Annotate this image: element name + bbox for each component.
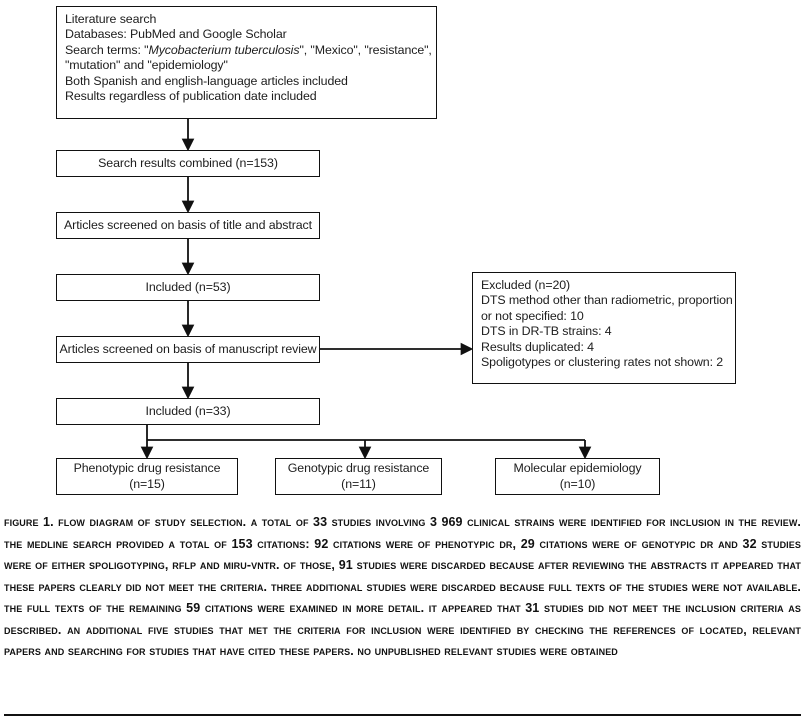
figure-caption-text: Figure 1. Flow diagram of study selectio… xyxy=(4,515,801,658)
excluded-line-4: DTS in DR-TB strains: 4 xyxy=(481,324,612,339)
flow-diagram: Literature search Databases: PubMed and … xyxy=(56,6,736,495)
node-genotypic-title: Genotypic drug resistance xyxy=(287,461,430,476)
excluded-line-5: Results duplicated: 4 xyxy=(481,339,594,354)
excluded-line-2: DTS method other than radiometric, propo… xyxy=(481,293,733,308)
node-molecular-count: (n=10) xyxy=(559,476,596,491)
node-included-53-label: Included (n=53) xyxy=(145,279,231,294)
literature-line-3: Search terms: "Mycobacterium tuberculosi… xyxy=(65,42,432,57)
excluded-line-1: Excluded (n=20) xyxy=(481,278,571,292)
node-screened-manuscript-review-label: Articles screened on basis of manuscript… xyxy=(59,341,317,356)
node-molecular-title: Molecular epidemiology xyxy=(513,461,642,476)
node-included-33: Included (n=33) xyxy=(56,398,320,425)
excluded-line-3: or not specified: 10 xyxy=(481,308,584,323)
node-literature-search: Literature search Databases: PubMed and … xyxy=(56,6,437,119)
node-screened-manuscript-review: Articles screened on basis of manuscript… xyxy=(56,336,320,363)
node-phenotypic-drug-resistance: Phenotypic drug resistance (n=15) xyxy=(56,458,238,495)
node-search-results-combined: Search results combined (n=153) xyxy=(56,150,320,177)
node-included-33-label: Included (n=33) xyxy=(145,403,231,418)
node-included-53: Included (n=53) xyxy=(56,274,320,301)
literature-line-5: Both Spanish and english-language articl… xyxy=(65,73,348,88)
literature-line-4: "mutation" and "epidemiology" xyxy=(65,58,228,73)
node-phenotypic-title: Phenotypic drug resistance xyxy=(73,461,221,476)
node-genotypic-drug-resistance: Genotypic drug resistance (n=11) xyxy=(275,458,442,495)
literature-line-2: Databases: PubMed and Google Scholar xyxy=(65,27,287,42)
node-molecular-epidemiology: Molecular epidemiology (n=10) xyxy=(495,458,660,495)
node-screened-title-abstract-label: Articles screened on basis of title and … xyxy=(64,217,312,232)
node-excluded: Excluded (n=20) DTS method other than ra… xyxy=(472,272,736,384)
bottom-rule xyxy=(4,714,801,716)
figure-caption: Figure 1. Flow diagram of study selectio… xyxy=(4,512,801,663)
excluded-line-6: Spoligotypes or clustering rates not sho… xyxy=(481,355,724,370)
node-search-results-label: Search results combined (n=153) xyxy=(98,155,278,170)
node-phenotypic-count: (n=15) xyxy=(129,476,165,491)
literature-line-1: Literature search xyxy=(65,12,157,26)
search-term-italic: Mycobacterium tuberculosis xyxy=(148,42,300,57)
literature-line-6: Results regardless of publication date i… xyxy=(65,89,317,104)
node-screened-title-abstract: Articles screened on basis of title and … xyxy=(56,212,320,239)
node-genotypic-count: (n=11) xyxy=(341,476,376,491)
